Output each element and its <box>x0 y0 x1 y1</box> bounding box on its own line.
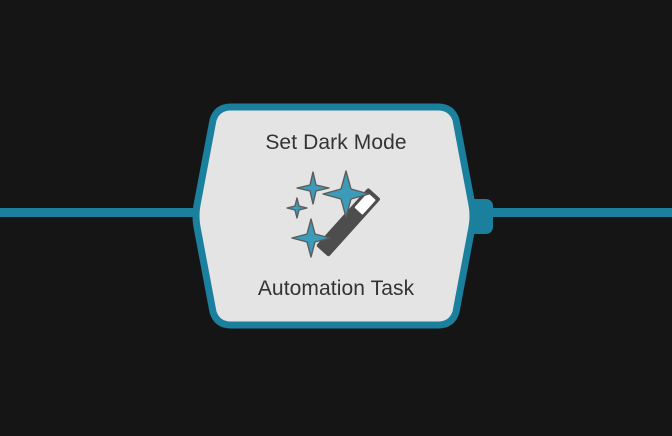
input-edge[interactable] <box>0 208 216 217</box>
automation-node[interactable] <box>192 103 477 329</box>
wand-tip <box>354 193 376 215</box>
sparkle-medium-bottom <box>291 218 331 258</box>
sparkle-medium-top <box>296 171 330 205</box>
sparkle-large <box>322 170 370 218</box>
output-edge[interactable] <box>486 208 672 217</box>
magic-wand-icon <box>286 170 380 258</box>
sparkle-small <box>286 197 308 219</box>
wand-rod <box>316 188 380 257</box>
